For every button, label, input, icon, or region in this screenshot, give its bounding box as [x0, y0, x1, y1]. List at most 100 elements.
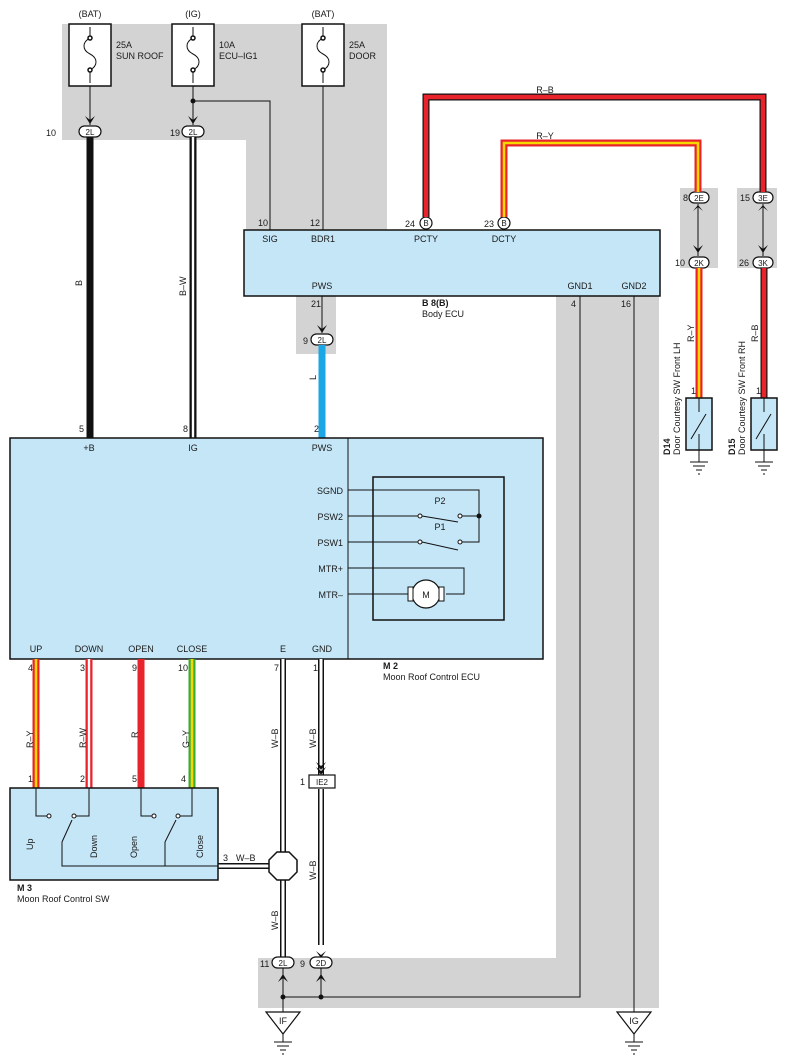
thick-wires	[86, 93, 768, 438]
d14-code: D14	[662, 438, 672, 455]
svg-text:21: 21	[311, 299, 321, 309]
svg-text:GND2: GND2	[621, 281, 646, 291]
fuse-name: SUN ROOF	[116, 51, 164, 61]
fuse-sun-roof: (BAT) 25A SUN ROOF	[68, 9, 164, 87]
svg-text:W–B: W–B	[270, 728, 280, 748]
connector-11-2L: 11 2L	[260, 956, 295, 969]
svg-text:W–B: W–B	[308, 728, 318, 748]
svg-text:R–Y: R–Y	[686, 324, 696, 342]
fuse-name: DOOR	[349, 51, 377, 61]
m2-code: M 2	[383, 661, 398, 671]
svg-text:IG: IG	[188, 443, 198, 453]
svg-text:P2: P2	[434, 496, 445, 506]
upper-wire-labels: B B–W L R–B R–Y R–Y R–B	[74, 85, 760, 380]
fuse-door: (BAT) 25A DOOR	[301, 9, 377, 87]
svg-text:DCTY: DCTY	[492, 234, 517, 244]
svg-text:DOWN: DOWN	[75, 644, 104, 654]
ground-point-if: IF	[264, 1011, 302, 1055]
svg-text:10: 10	[258, 218, 268, 228]
svg-text:3: 3	[223, 853, 228, 863]
svg-text:19: 19	[170, 128, 180, 138]
svg-text:R–B: R–B	[536, 85, 554, 95]
svg-text:BDR1: BDR1	[311, 234, 335, 244]
svg-text:1: 1	[756, 386, 761, 396]
svg-text:SGND: SGND	[317, 486, 344, 496]
svg-text:IG: IG	[629, 1016, 639, 1026]
d15-code: D15	[727, 438, 737, 455]
connector-15-3E: 15 3E	[740, 191, 774, 204]
moon-roof-control-ecu: 5 +B 8 IG 2 PWS UP DOWN OPEN CLOSE E GND…	[9, 424, 544, 682]
svg-text:15: 15	[740, 193, 750, 203]
fuse-rating: 25A	[116, 40, 132, 50]
svg-text:8: 8	[183, 424, 188, 434]
svg-text:10: 10	[178, 663, 188, 673]
fuse-icon	[186, 27, 200, 83]
svg-text:Down: Down	[89, 835, 99, 858]
d14-name: Door Courtesy SW Front LH	[672, 342, 682, 455]
svg-text:4: 4	[28, 663, 33, 673]
fuse-ecu-ig1: (IG) 10A ECU–IG1	[171, 9, 258, 87]
body-ecu: 10 SIG 12 BDR1 PCTY DCTY PWS GND1 GND2 2…	[243, 218, 661, 319]
fuse-source: (IG)	[185, 9, 201, 19]
connector-9-2D: 9 2D	[300, 956, 333, 969]
svg-text:B: B	[423, 219, 428, 228]
fuse-rating: 10A	[219, 40, 235, 50]
svg-text:PWS: PWS	[312, 281, 333, 291]
svg-text:E: E	[280, 644, 286, 654]
svg-text:2: 2	[80, 774, 85, 784]
svg-text:2L: 2L	[189, 128, 198, 137]
connector-10-2L: 10 2L	[46, 125, 102, 138]
connector-1-IE2: 1 IE2	[300, 762, 336, 789]
svg-text:W–B: W–B	[236, 853, 256, 863]
svg-text:8: 8	[683, 193, 688, 203]
switch-wires	[32, 659, 324, 968]
svg-text:PCTY: PCTY	[414, 234, 438, 244]
svg-text:R–Y: R–Y	[25, 730, 35, 748]
svg-text:16: 16	[621, 299, 631, 309]
body-ecu-name: Body ECU	[422, 309, 464, 319]
svg-text:1: 1	[28, 774, 33, 784]
svg-text:SIG: SIG	[262, 234, 278, 244]
svg-text:R: R	[130, 731, 140, 738]
svg-text:L: L	[308, 375, 318, 380]
svg-text:2D: 2D	[316, 959, 326, 968]
svg-text:1: 1	[691, 386, 696, 396]
svg-text:Open: Open	[129, 836, 139, 858]
fuse-source: (BAT)	[79, 9, 102, 19]
fuse-name: ECU–IG1	[219, 51, 258, 61]
body-ecu-code: B 8(B)	[422, 298, 449, 308]
svg-text:W–B: W–B	[308, 860, 318, 880]
svg-text:2L: 2L	[86, 128, 95, 137]
door-courtesy-sw-rh: 1 D15 Door Courtesy SW Front RH	[727, 341, 778, 475]
svg-text:B–W: B–W	[178, 276, 188, 296]
svg-text:GND: GND	[312, 644, 333, 654]
svg-text:2K: 2K	[694, 259, 704, 268]
svg-text:5: 5	[79, 424, 84, 434]
moon-roof-control-sw: 1 2 5 4 Up Down Open Close 3 M 3 Moon Ro…	[9, 774, 228, 904]
svg-text:B: B	[501, 219, 506, 228]
ground-point-ig: IG	[615, 1011, 653, 1055]
svg-text:4: 4	[181, 774, 186, 784]
svg-text:IE2: IE2	[316, 778, 329, 787]
svg-text:3: 3	[80, 663, 85, 673]
connector-26-3K: 26 3K	[739, 256, 774, 269]
svg-text:9: 9	[132, 663, 137, 673]
svg-text:2L: 2L	[279, 959, 288, 968]
connector-23-B: 23 B	[484, 216, 511, 230]
svg-text:2: 2	[314, 424, 319, 434]
svg-text:3E: 3E	[758, 194, 768, 203]
svg-text:1: 1	[313, 663, 318, 673]
svg-text:R–Y: R–Y	[536, 131, 554, 141]
connector-10-2K: 10 2K	[675, 256, 710, 269]
svg-text:3K: 3K	[758, 259, 768, 268]
svg-text:R–B: R–B	[750, 324, 760, 342]
d15-name: Door Courtesy SW Front RH	[737, 341, 747, 455]
svg-text:10: 10	[675, 258, 685, 268]
svg-text:CLOSE: CLOSE	[177, 644, 208, 654]
connector-links	[697, 204, 764, 256]
svg-text:UP: UP	[30, 644, 43, 654]
connector-9-2L: 9 2L	[303, 333, 334, 346]
svg-text:12: 12	[310, 218, 320, 228]
fuse-icon	[316, 27, 330, 83]
